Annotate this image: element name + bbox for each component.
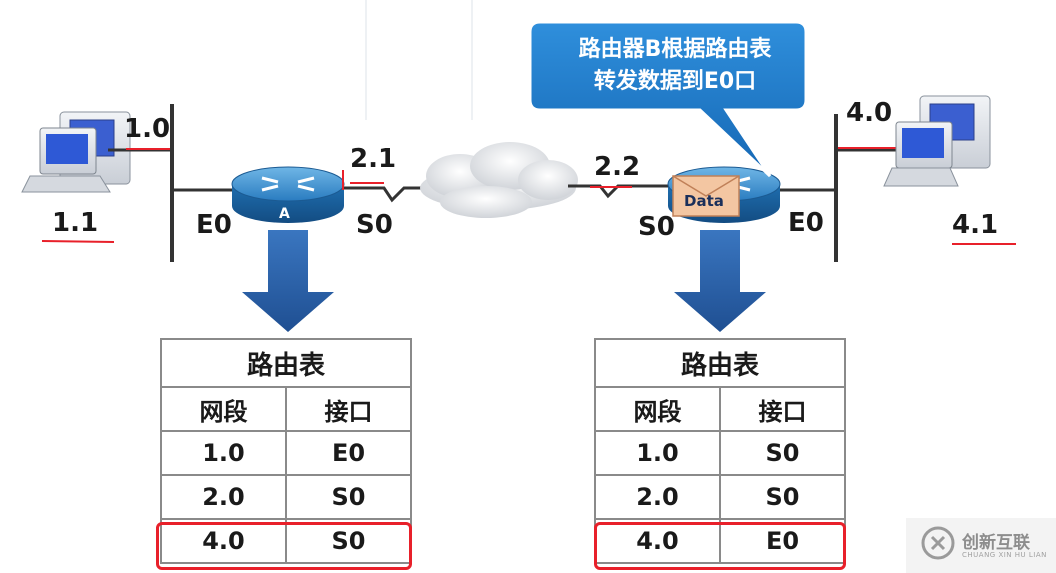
router-a-e0-label: E0 [196,210,232,240]
router-a-s0-ip-label: 2.1 [350,144,397,174]
table-cell: S0 [285,518,412,564]
table-cell: E0 [285,430,412,476]
wan-cloud-icon [420,142,578,218]
router-a-letter: A [279,206,290,222]
down-arrow-a [242,230,334,332]
router-b-e0-label: E0 [788,208,824,238]
right-computer-icon [883,95,991,187]
router-b-s0-ip-label: 2.2 [594,152,641,182]
table-row: 2.0 S0 [160,474,412,520]
highlight-row-b [594,522,846,570]
table-cell: 4.0 [160,518,287,564]
table-title: 路由表 [594,338,846,388]
table-cell: E0 [719,518,846,564]
table-row: 2.0 S0 [594,474,846,520]
router-a-icon [231,166,345,223]
callout-line-2: 转发数据到E0口 [593,69,757,94]
watermark-text: 创新互联 [962,533,1030,553]
table-row: 4.0 E0 [594,518,846,564]
table-cell: 1.0 [160,430,287,476]
table-cell: 2.0 [160,474,287,520]
highlight-row-a [156,522,412,570]
left-network-label: 1.0 [124,114,171,144]
watermark-logo-icon [921,526,955,560]
routing-table-b: 路由表 网段 接口 1.0 S0 2.0 S0 4.0 E0 [594,338,846,564]
table-cell: S0 [719,430,846,476]
left-host-label: 1.1 [52,208,99,238]
table-row: 1.0 E0 [160,430,412,476]
router-a-s0-label: S0 [356,210,393,240]
down-arrow-b [674,230,766,332]
table-cell: 1.0 [594,430,721,476]
callout-bubble [528,20,808,178]
table-header-segment: 网段 [594,386,721,432]
table-cell: S0 [719,474,846,520]
data-packet-icon [672,175,740,217]
table-header-interface: 接口 [285,386,412,432]
watermark-box [906,518,1056,573]
table-row: 1.0 S0 [594,430,846,476]
watermark-subtext: CHUANG XIN HU LIAN [962,551,1047,559]
data-packet-label: Data [684,192,724,210]
table-cell: S0 [285,474,412,520]
table-title: 路由表 [160,338,412,388]
underline-1-1 [41,240,115,243]
table-row: 4.0 S0 [160,518,412,564]
router-a-s0-link [344,186,428,203]
table-cell: 2.0 [594,474,721,520]
router-b-s0-label: S0 [638,212,675,242]
callout-text: 路由器B根据路由表 转发数据到E0口 [540,34,810,98]
right-host-label: 4.1 [952,210,999,240]
callout-line-1: 路由器B根据路由表 [578,37,772,62]
table-header-interface: 接口 [719,386,846,432]
left-computer-icon [21,111,131,193]
table-header-segment: 网段 [160,386,287,432]
routing-table-a: 路由表 网段 接口 1.0 E0 2.0 S0 4.0 S0 [160,338,412,564]
table-cell: 4.0 [594,518,721,564]
router-b-s0-link [568,184,672,199]
right-network-label: 4.0 [846,98,893,128]
